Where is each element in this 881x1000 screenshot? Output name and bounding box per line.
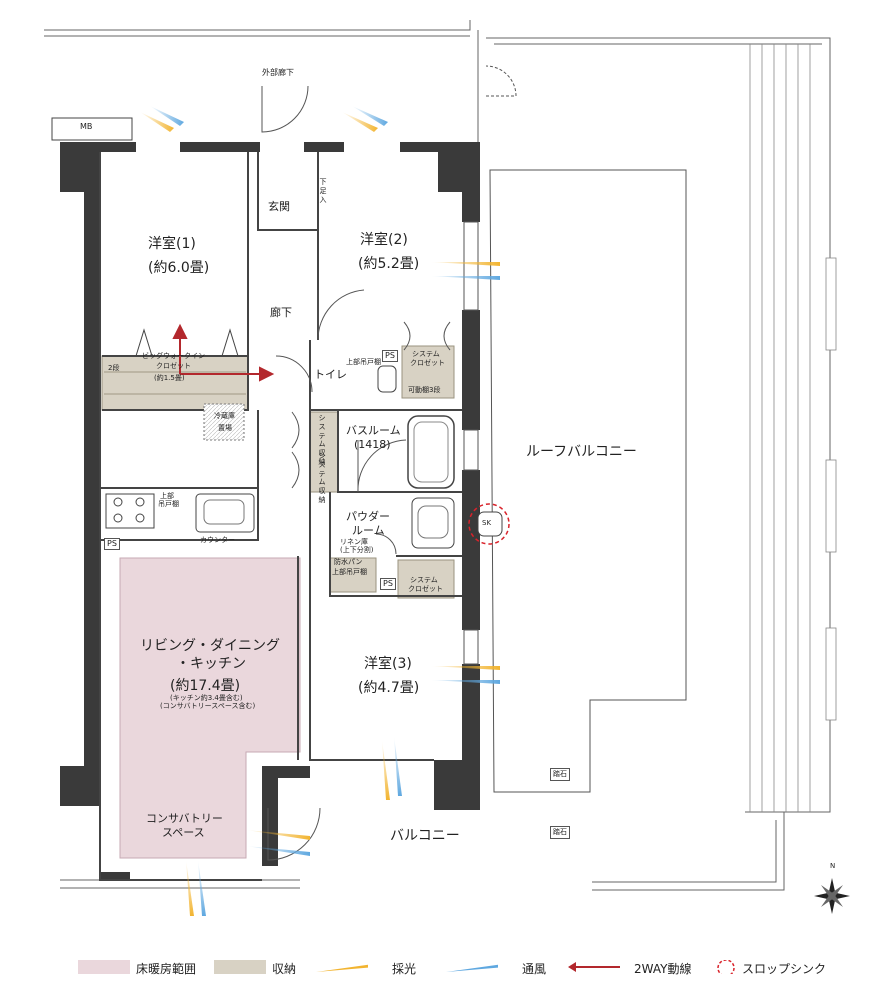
ps-badge-powder: PS — [380, 578, 396, 590]
legend-label-slop-sink: スロップシンク — [742, 962, 827, 976]
toilet-fixture — [377, 365, 397, 393]
legend-2way-arrow-icon — [568, 962, 620, 972]
windows-right — [463, 221, 479, 665]
two-way-route — [172, 323, 275, 382]
room3-size: (約4.7畳) — [358, 680, 420, 696]
sys-closet-label-3: システム — [410, 576, 438, 584]
sys-storage-label-2: システム収納 — [318, 452, 326, 504]
shoe-box-label: 下足入 — [319, 178, 327, 204]
sk-label: SK — [482, 519, 492, 527]
site-outline — [44, 20, 831, 891]
sys-closet-label-4: クロゼット — [408, 585, 443, 593]
legend-label-storage: 収納 — [272, 962, 297, 976]
compass-n-label: N — [830, 862, 836, 870]
roof-balcony-label: ルーフバルコニー — [526, 444, 637, 460]
wic-shelves — [104, 371, 246, 395]
hall-label: 廊下 — [270, 306, 292, 319]
stepping-stone-1: 踏石 — [550, 768, 570, 781]
legend: 床暖房範囲 収納 採光 通風 2WAY動線 スロップシンク — [0, 952, 881, 986]
toilet-label: トイレ — [314, 368, 347, 381]
upper-cabinet-k2: 吊戸棚 — [158, 500, 179, 508]
mb-label: MB — [80, 122, 93, 131]
stepping-stone-2: 踏石 — [550, 826, 570, 839]
room2-name: 洋室(2) — [360, 232, 408, 248]
fridge-label: 冷蔵庫 — [214, 412, 235, 420]
floor-plan — [44, 20, 850, 916]
legend-light-icon — [316, 964, 368, 972]
exterior-corridor-label: 外部廊下 — [262, 68, 294, 77]
sys-storage-label: システム収納 — [318, 414, 326, 466]
room2-size: (約5.2畳) — [358, 256, 420, 272]
room1-name: 洋室(1) — [148, 236, 196, 252]
wic-shelf-label: 2段 — [108, 364, 120, 372]
conservatory-label2: スペース — [162, 826, 205, 839]
stove — [105, 493, 155, 529]
legend-label-light: 採光 — [392, 962, 417, 976]
legend-label-2way: 2WAY動線 — [634, 962, 692, 976]
ps-badge-kitchen: PS — [104, 538, 120, 550]
deck-strips — [749, 44, 837, 812]
ldk-name2: ・キッチン — [176, 656, 246, 672]
legend-swatch-storage — [214, 960, 266, 974]
powder-room-label2: ルーム — [352, 524, 385, 537]
wic-door-marks — [135, 328, 239, 357]
ldk-name: リビング・ダイニング — [140, 638, 280, 654]
light-wind-flows — [140, 106, 500, 916]
entrance-label: 玄関 — [268, 200, 290, 213]
pan-label: 防水パン — [334, 558, 363, 566]
kitchen-sink — [195, 493, 255, 533]
legend-slop-sink-icon — [717, 960, 735, 974]
counter-label: カウンター — [200, 536, 235, 544]
linen-label: リネン庫 — [340, 538, 368, 546]
wic-name2: クロゼット — [156, 362, 191, 370]
roof-balcony-boundary — [489, 169, 687, 793]
room3-name: 洋室(3) — [364, 656, 412, 672]
door-swings — [261, 65, 517, 861]
bathtub — [407, 415, 455, 489]
movable-shelf-label: 可動棚3段 — [408, 386, 441, 394]
wash-basin — [411, 497, 455, 549]
balcony-label: バルコニー — [390, 828, 460, 844]
upper-cabinet-k: 上部 — [160, 492, 174, 500]
bath-name: バスルーム — [346, 424, 401, 437]
ps-badge-toilet: PS — [382, 350, 398, 362]
powder-room-label: パウダー — [346, 510, 390, 523]
sk-fixture — [477, 511, 503, 537]
ldk-note1: (キッチン約3.4畳含む) — [170, 694, 243, 702]
legend-wind-icon — [446, 964, 498, 972]
storage-areas — [101, 345, 455, 599]
legend-label-wind: 通風 — [522, 962, 547, 976]
floor-heating-area — [119, 557, 301, 859]
walls-thick — [60, 142, 480, 880]
wic-name: ビッグウォークイン — [142, 352, 205, 360]
legend-label-floor-heating: 床暖房範囲 — [136, 962, 197, 976]
legend-swatch-floor-heating — [78, 960, 130, 974]
ldk-size: (約17.4畳) — [170, 678, 241, 694]
upper-cabinet-label-2: 上部吊戸棚 — [332, 568, 367, 576]
wic-size: (約1.5畳) — [154, 374, 185, 382]
sys-closet-label2: クロゼット — [410, 359, 445, 367]
conservatory-label: コンサバトリー — [146, 812, 223, 825]
compass-icon — [814, 878, 850, 914]
upper-cabinet-label: 上部吊戸棚 — [346, 358, 381, 366]
bath-size: (1418) — [354, 438, 391, 451]
room1-size: (約6.0畳) — [148, 260, 210, 276]
mb-box — [51, 117, 133, 141]
linen-sub-label: (上下分割) — [340, 546, 374, 554]
slop-sink-marker — [468, 503, 510, 545]
fridge-label2: 置場 — [218, 424, 232, 432]
sys-closet-label: システム — [412, 350, 440, 358]
ldk-note2: (コンサバトリースペース含む) — [160, 702, 256, 710]
fridge-space — [203, 403, 245, 441]
